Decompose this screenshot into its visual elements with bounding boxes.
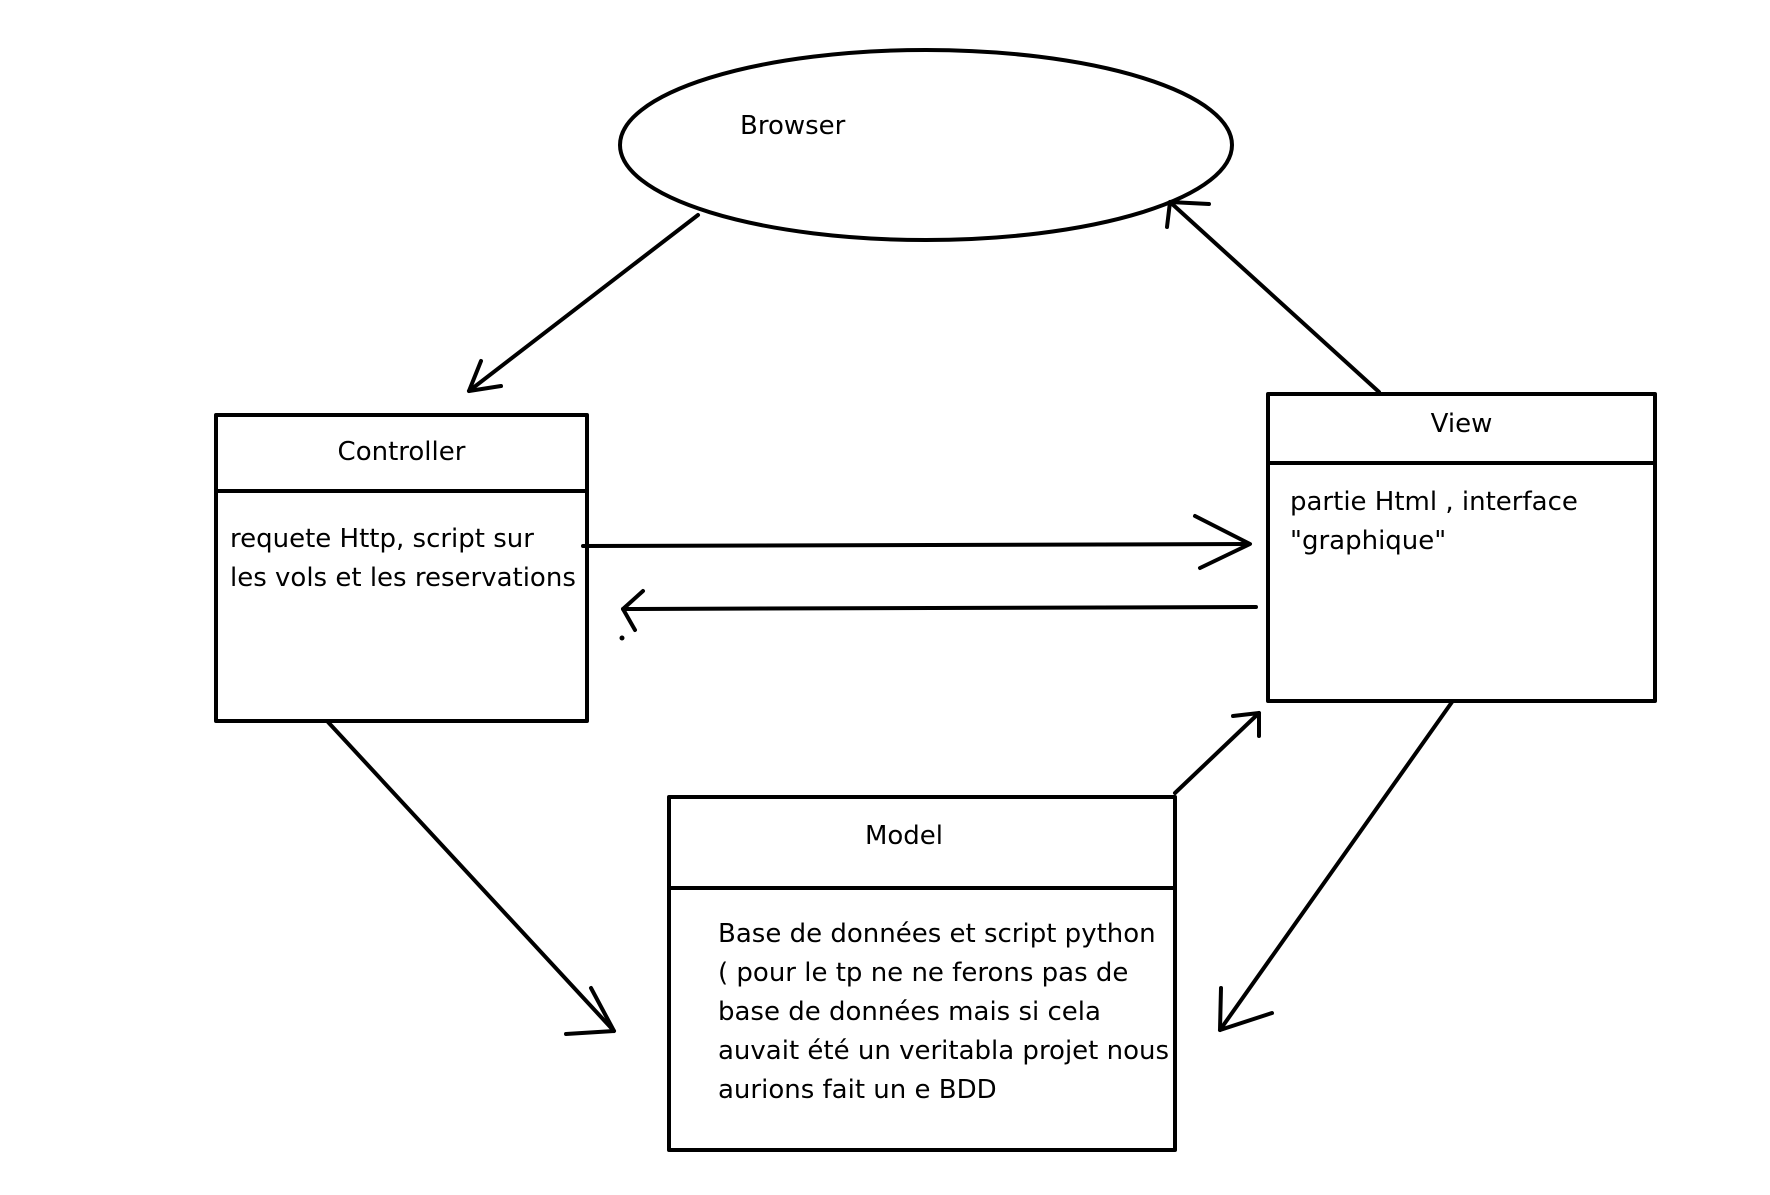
view-node xyxy=(1266,392,1657,703)
model-body-line-3: base de données mais si cela xyxy=(718,997,1101,1027)
model-node xyxy=(667,795,1177,1152)
edge-controller-to-model xyxy=(326,720,616,1036)
edge-view-to-model xyxy=(1218,700,1454,1032)
view-body-line-1: partie Html , interface xyxy=(1290,487,1578,517)
controller-title: Controller xyxy=(337,437,466,467)
stray-dot xyxy=(619,635,625,641)
edge-browser-to-controller xyxy=(467,213,700,393)
browser-label: Browser xyxy=(740,111,846,141)
controller-node xyxy=(214,413,589,723)
edge-view-to-controller xyxy=(621,589,1258,632)
model-body-line-4: auvait été un veritabla projet nous xyxy=(718,1036,1170,1066)
model-title: Model xyxy=(864,821,944,851)
controller-body-line-2: les vols et les reservations xyxy=(230,563,576,593)
model-body-line-2: ( pour le tp ne ne ferons pas de xyxy=(718,958,1129,988)
edge-model-to-view xyxy=(1173,711,1261,795)
edge-controller-to-view xyxy=(581,514,1252,570)
controller-body-line-1: requete Http, script sur xyxy=(230,524,534,554)
model-body-line-5: aurions fait un e BDD xyxy=(718,1075,997,1105)
view-title: View xyxy=(1430,409,1493,439)
view-body-line-2: "graphique" xyxy=(1290,526,1447,556)
model-body-line-1: Base de données et script python xyxy=(718,919,1156,949)
edge-view-to-browser xyxy=(1165,200,1381,394)
browser-node xyxy=(618,48,1234,242)
